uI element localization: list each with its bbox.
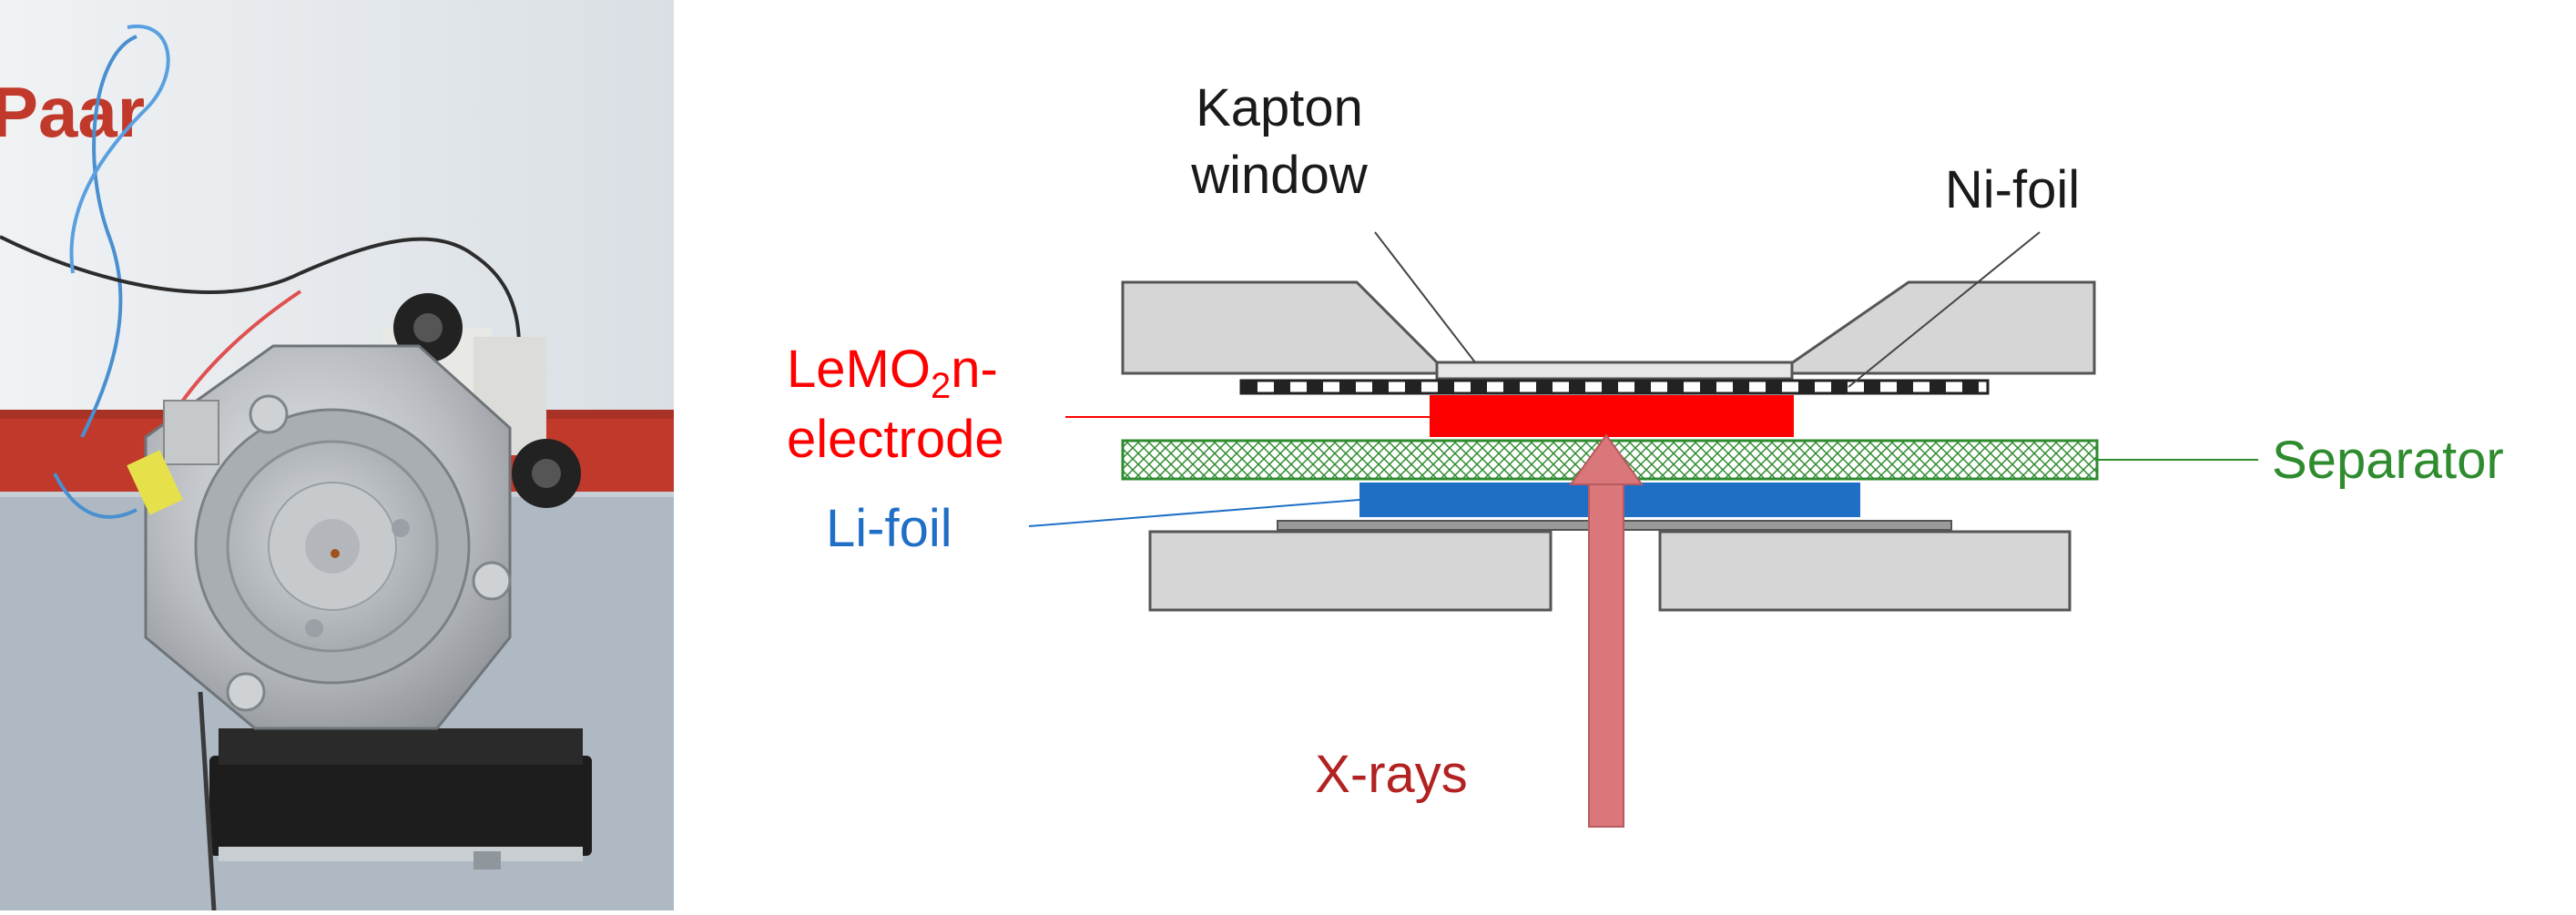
cell-schematic-svg: Kapton window Ni-foil LeMO2n- electrode …	[787, 78, 2504, 828]
lower-housing-left	[1148, 530, 1553, 612]
li-foil-leader	[1028, 499, 1360, 527]
kapton-label-line1: Kapton	[1196, 78, 1363, 137]
kapton-leader	[1374, 231, 1476, 363]
li-foil-label: Li-foil	[826, 499, 952, 558]
lower-housing-right	[1658, 530, 2072, 612]
separator-label: Separator	[2272, 431, 2504, 490]
brand-text: Paar	[0, 72, 145, 152]
xray-arrow	[1569, 433, 1644, 828]
kapton-window	[1435, 361, 1794, 381]
xrays-label: X-rays	[1315, 745, 1468, 804]
upper-housing	[1121, 280, 2096, 375]
electrode-label-subscript: 2	[931, 366, 951, 406]
ni-foil-label: Ni-foil	[1945, 160, 2080, 219]
electrode	[1430, 395, 1794, 437]
electrode-label-suffix: n-	[951, 340, 998, 399]
kapton-label-line2: window	[1190, 146, 1369, 205]
cell-schematic: Kapton window Ni-foil LeMO2n- electrode …	[674, 0, 2576, 910]
ni-foil-leader	[1848, 231, 2041, 388]
electrode-label-prefix: LeMO	[787, 340, 931, 399]
electrode-label-line2: electrode	[787, 410, 1004, 469]
cell-photo: Paar	[0, 0, 674, 910]
cell-photo-image: Paar	[0, 0, 674, 910]
electrode-label-line1: LeMO2n-	[787, 340, 998, 406]
